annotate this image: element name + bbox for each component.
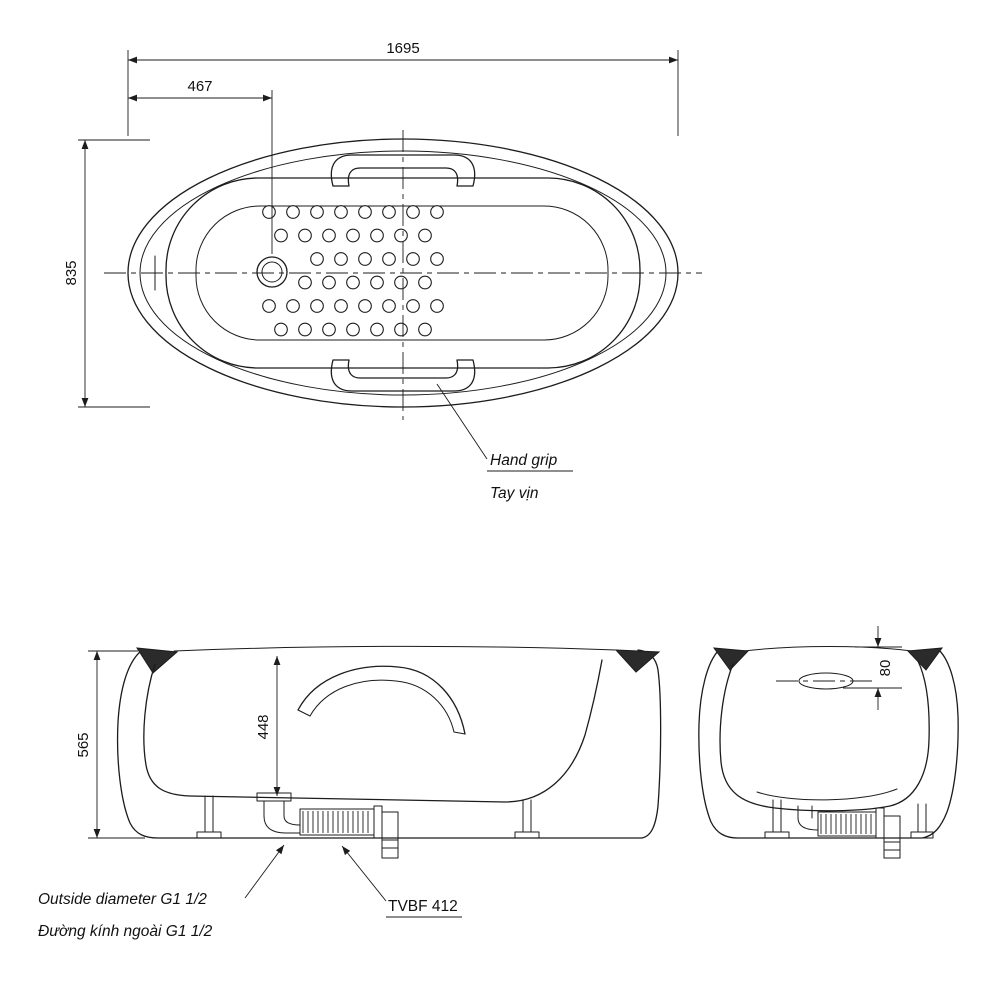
corrugated-pipe bbox=[817, 811, 877, 837]
hand-grip-bottom bbox=[330, 359, 476, 392]
basin-floor-curve bbox=[756, 788, 898, 801]
drain-trap-assembly-end bbox=[797, 805, 901, 859]
adjustable-leg-right bbox=[910, 803, 934, 839]
drain-outer bbox=[256, 256, 288, 288]
back-rim-edge bbox=[743, 646, 913, 652]
corrugation bbox=[820, 814, 872, 834]
tub-side-inner-profile bbox=[143, 659, 603, 803]
dim-length: 1695 bbox=[386, 40, 419, 57]
hand-grip-label-vi: Tay vịn bbox=[490, 485, 539, 502]
anti-slip-dots bbox=[262, 205, 444, 337]
drain-leader bbox=[244, 844, 285, 899]
tub-end-outer-profile bbox=[698, 649, 959, 839]
outlet-pipe bbox=[883, 815, 901, 859]
tub-end-inner-profile bbox=[719, 660, 930, 812]
drain-trap-assembly bbox=[256, 792, 399, 859]
adjustable-leg-right bbox=[514, 799, 540, 839]
dim-depth: 448 bbox=[255, 714, 272, 739]
end-view: 80 bbox=[698, 626, 959, 859]
hand-grip-leader bbox=[436, 383, 488, 460]
tub-side-outer-profile bbox=[116, 649, 662, 839]
outlet-pipe bbox=[381, 811, 399, 859]
drain-label-vi: Đường kính ngoài G1 1/2 bbox=[38, 923, 213, 940]
drain-label-en: Outside diameter G1 1/2 bbox=[38, 891, 207, 908]
dim-height: 565 bbox=[75, 732, 92, 757]
pipe-collar bbox=[875, 807, 885, 839]
rim-cut-left bbox=[712, 647, 750, 671]
valve-leader bbox=[341, 845, 387, 902]
hand-grip-side-cap bbox=[297, 709, 311, 717]
hand-grip-side-inner bbox=[309, 679, 455, 733]
dim-rim-height: 80 bbox=[877, 660, 894, 677]
dim-drain-offset: 467 bbox=[187, 78, 212, 95]
dim-width: 835 bbox=[63, 260, 80, 285]
hand-grip-side-cap bbox=[453, 731, 466, 735]
valve-label: TVBF 412 bbox=[388, 898, 458, 915]
rim-cut-right bbox=[614, 649, 661, 673]
rim-cut-left bbox=[136, 647, 179, 674]
adjustable-leg-left bbox=[196, 795, 222, 839]
side-view: 565 448 Outside diameter G1 1/2 Đường kí… bbox=[38, 645, 662, 940]
top-view bbox=[104, 130, 702, 420]
corrugation bbox=[302, 811, 369, 833]
back-rim-edge bbox=[173, 645, 617, 652]
hand-grip-side-outer bbox=[297, 665, 466, 735]
rim-cut-right bbox=[906, 647, 944, 671]
hand-grip-label-en: Hand grip bbox=[490, 452, 558, 469]
hand-grip-top bbox=[330, 154, 476, 187]
drain-inner bbox=[261, 261, 283, 283]
pipe-collar bbox=[373, 805, 383, 839]
top-view-dimensions: 1695 467 835 Hand grip Tay vịn bbox=[63, 40, 679, 502]
adjustable-leg-left bbox=[764, 799, 790, 839]
